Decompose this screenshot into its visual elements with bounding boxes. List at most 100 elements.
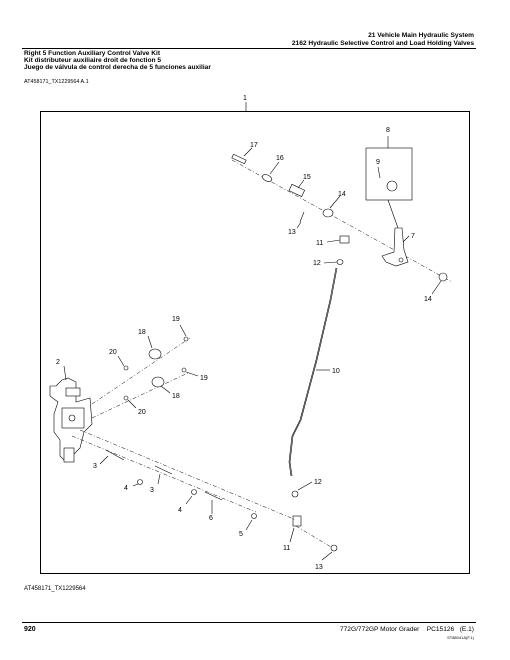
subsection-title: 2162 Hydraulic Selective Control and Loa… <box>291 40 474 47</box>
kit-title-en: Right 5 Function Auxiliary Control Valve… <box>24 50 161 57</box>
callout-4a: 4 <box>124 485 128 492</box>
leader-2 <box>63 365 67 381</box>
callout-4b: 4 <box>178 507 182 514</box>
nut-5 <box>251 513 257 519</box>
callout-5: 5 <box>239 531 243 538</box>
callout-18b: 18 <box>172 393 180 400</box>
callout-8: 8 <box>386 127 390 134</box>
control-rod-10 <box>288 267 337 477</box>
callout-13a: 13 <box>288 229 296 236</box>
callout-14a: 14 <box>338 191 346 198</box>
model-name: 772G/772GP Motor Grader <box>339 626 420 633</box>
oring-20-lower <box>123 395 129 401</box>
plug-19-upper <box>183 336 189 342</box>
kit-title-fr: Kit distributeur auxiliaire droit de fon… <box>24 57 162 64</box>
washer-16 <box>261 174 273 182</box>
header-rule <box>22 48 476 49</box>
leader-14-lower <box>431 280 442 295</box>
spool-3-a <box>105 449 125 461</box>
lower-right-axis <box>295 525 337 551</box>
leader-18-lower <box>160 385 171 394</box>
callout-11b: 11 <box>283 545 290 552</box>
nut-12-upper <box>336 259 344 265</box>
leader-5 <box>245 519 253 531</box>
callout-7: 7 <box>411 233 415 240</box>
callout-19b: 19 <box>200 375 208 382</box>
callout-10: 10 <box>332 368 340 375</box>
callout-2: 2 <box>56 359 60 366</box>
callout-3a: 3 <box>93 463 97 470</box>
valve-port <box>65 387 81 397</box>
callout-12b: 12 <box>314 479 322 486</box>
oring-20-upper <box>123 365 129 371</box>
lever-7-hole <box>398 257 404 263</box>
publication-number: PC15126 <box>426 626 455 633</box>
figure-ref-bottom: AT458171_TX1229564 <box>24 586 86 592</box>
callout-19a: 19 <box>172 316 180 323</box>
leader-7 <box>402 235 410 243</box>
leader-9 <box>377 166 381 179</box>
plug-19-lower <box>181 367 187 373</box>
leader-20-upper <box>117 355 125 367</box>
leader-18-upper <box>147 335 153 349</box>
figure-frame <box>40 111 470 574</box>
leader-4-b <box>185 495 193 505</box>
kit-title-es: Juego de válvula de control derecha de 5… <box>24 64 211 71</box>
leader-16 <box>269 161 280 175</box>
axis-lever-line-2 <box>71 435 257 513</box>
callout-1: 1 <box>243 95 247 102</box>
leader-20-lower <box>127 399 137 409</box>
leader-14-upper <box>329 195 341 209</box>
leader-3-b <box>157 473 161 485</box>
screw-13-upper <box>299 211 305 223</box>
callout-9: 9 <box>376 159 380 166</box>
nut-14-lower <box>438 272 448 282</box>
fitting-18-lower <box>151 376 165 388</box>
control-rod-10-highlight <box>289 267 338 477</box>
leader-19-upper <box>179 324 187 337</box>
leader-11-upper <box>326 239 341 243</box>
figure-ref-top: AT458171_TX1229564 A.1 <box>24 79 89 85</box>
callout-15: 15 <box>303 174 311 181</box>
leader-17 <box>243 147 253 157</box>
nut-14-upper <box>322 208 334 218</box>
detail-ball <box>386 180 398 192</box>
edition: (E.1) <box>459 626 474 633</box>
leader-4-a <box>132 483 139 487</box>
detail-leader <box>387 199 399 229</box>
footer-code: ST88041A(F.1) <box>447 635 474 640</box>
leader-3-a <box>99 455 109 465</box>
valve-port-hole <box>68 414 76 422</box>
leader-12-upper <box>323 261 338 264</box>
page-number: 920 <box>24 626 36 633</box>
upper-axis-line <box>231 159 453 283</box>
bushing-15 <box>288 183 306 197</box>
leader-19-lower <box>185 371 199 377</box>
valve-stem <box>63 447 75 463</box>
axis-upper-fitting <box>91 337 191 405</box>
callout-20b: 20 <box>138 409 146 416</box>
callout-20a: 20 <box>109 349 117 356</box>
leader-11-lower <box>289 527 295 543</box>
detail-box <box>365 147 413 201</box>
nut-4-a <box>137 479 143 485</box>
callout-18a: 18 <box>138 329 146 336</box>
spool-3-b <box>154 465 173 475</box>
fitting-18-upper <box>148 348 162 360</box>
footer-rule <box>22 622 476 623</box>
lever-7 <box>381 227 409 267</box>
leader-12-lower <box>297 481 313 491</box>
pin-6 <box>204 491 223 501</box>
callout-13b: 13 <box>315 564 323 571</box>
nut-12-lower <box>291 490 299 498</box>
nut-4-b <box>191 489 197 495</box>
footer-model: 772G/772GP Motor Grader PC15126 (E.1) <box>340 626 474 633</box>
callout-16: 16 <box>276 155 284 162</box>
axis-lever-line <box>79 429 297 521</box>
section-title: 21 Vehicle Main Hydraulic System <box>368 32 474 39</box>
callout-12a: 12 <box>313 260 321 267</box>
leader-15 <box>297 179 305 189</box>
pin-17 <box>231 153 247 165</box>
callout-6: 6 <box>209 515 213 522</box>
screw-13-lower <box>330 544 338 552</box>
